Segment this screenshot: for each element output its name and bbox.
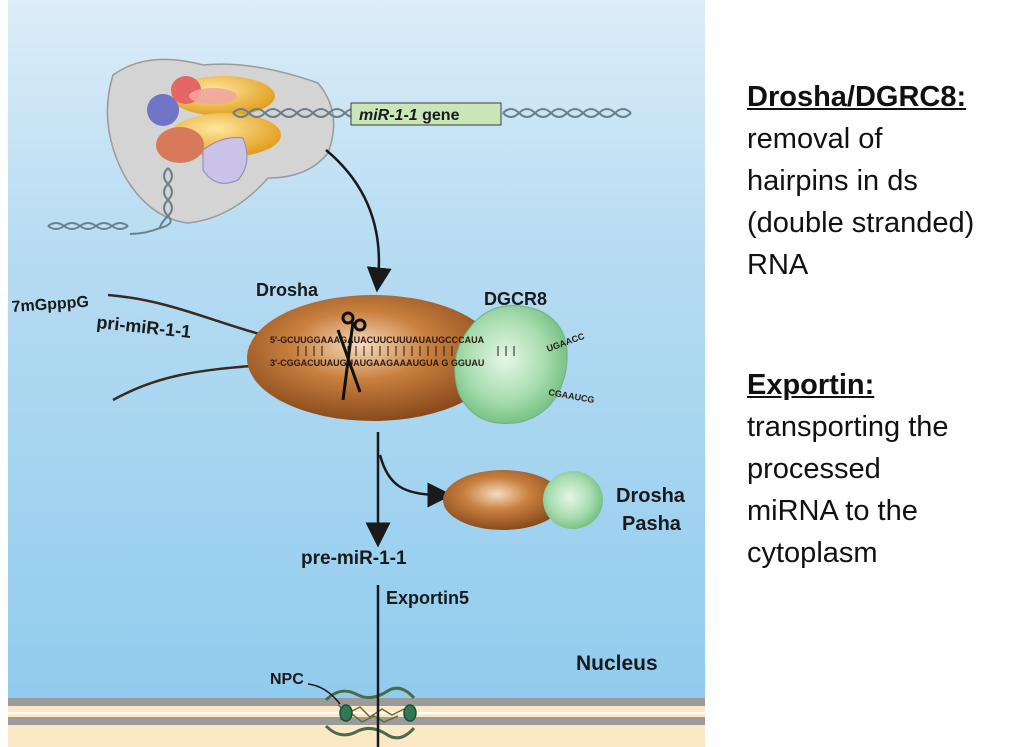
note-line: processed xyxy=(747,453,881,485)
scissors-icon xyxy=(336,311,367,401)
strand-top: 5′-GCUUGGAAAGAUACUUCUUUAUAUGCCCAUA xyxy=(270,335,485,345)
release-arrow xyxy=(378,454,453,508)
note-line: (double stranded) xyxy=(747,207,975,239)
exportin-label: Exportin5 xyxy=(386,588,469,608)
transcription-arrow xyxy=(325,149,392,293)
complex-pasha-label: Pasha xyxy=(622,513,682,535)
complex-drosha-label: Drosha xyxy=(616,485,686,507)
dna-helix xyxy=(47,108,632,235)
strand-bottom: 3′-CGGACUUAUGUAUGAAGAAAUGUA G GGUAU xyxy=(270,358,484,368)
dgcr8-protein xyxy=(454,305,568,424)
released-drosha xyxy=(443,470,563,530)
note-line: hairpins in ds xyxy=(747,165,918,197)
npc-pore xyxy=(324,686,417,740)
drosha-enzyme xyxy=(247,295,499,421)
nucleus-label: Nucleus xyxy=(576,652,658,675)
pri-mirna-tail-bottom xyxy=(112,363,264,402)
note-heading: Exportin: xyxy=(747,369,875,401)
mirna-processing-diagram: miR-1-1 gene 7mGpppG pri-miR-1-1 Drosha … xyxy=(8,0,705,747)
dgcr8-label: DGCR8 xyxy=(484,289,547,309)
note-line: transporting the xyxy=(747,411,949,443)
gene-label: miR-1-1 gene xyxy=(359,107,460,124)
transcription-complex xyxy=(106,58,335,224)
note-line: RNA xyxy=(747,249,809,281)
note-heading: Drosha/DGRC8: xyxy=(747,81,967,113)
note-line: miRNA to the xyxy=(747,495,918,527)
pri-mirna-tail-top xyxy=(107,293,264,337)
note-drosha-dgrc8: Drosha/DGRC8: removal of hairpins in ds … xyxy=(747,76,1009,286)
note-line: removal of xyxy=(747,123,883,155)
cap-label: 7mGpppG xyxy=(11,294,89,316)
npc-label: NPC xyxy=(270,671,304,688)
pre-mirna-label: pre-miR-1-1 xyxy=(301,548,407,569)
note-exportin: Exportin: transporting the processed miR… xyxy=(747,364,1009,574)
released-pasha xyxy=(543,471,603,529)
drosha-label: Drosha xyxy=(256,280,319,300)
note-line: cytoplasm xyxy=(747,537,878,569)
nuclear-envelope xyxy=(8,698,705,747)
gene-label-box xyxy=(350,102,502,126)
npc-pointer xyxy=(307,683,341,705)
